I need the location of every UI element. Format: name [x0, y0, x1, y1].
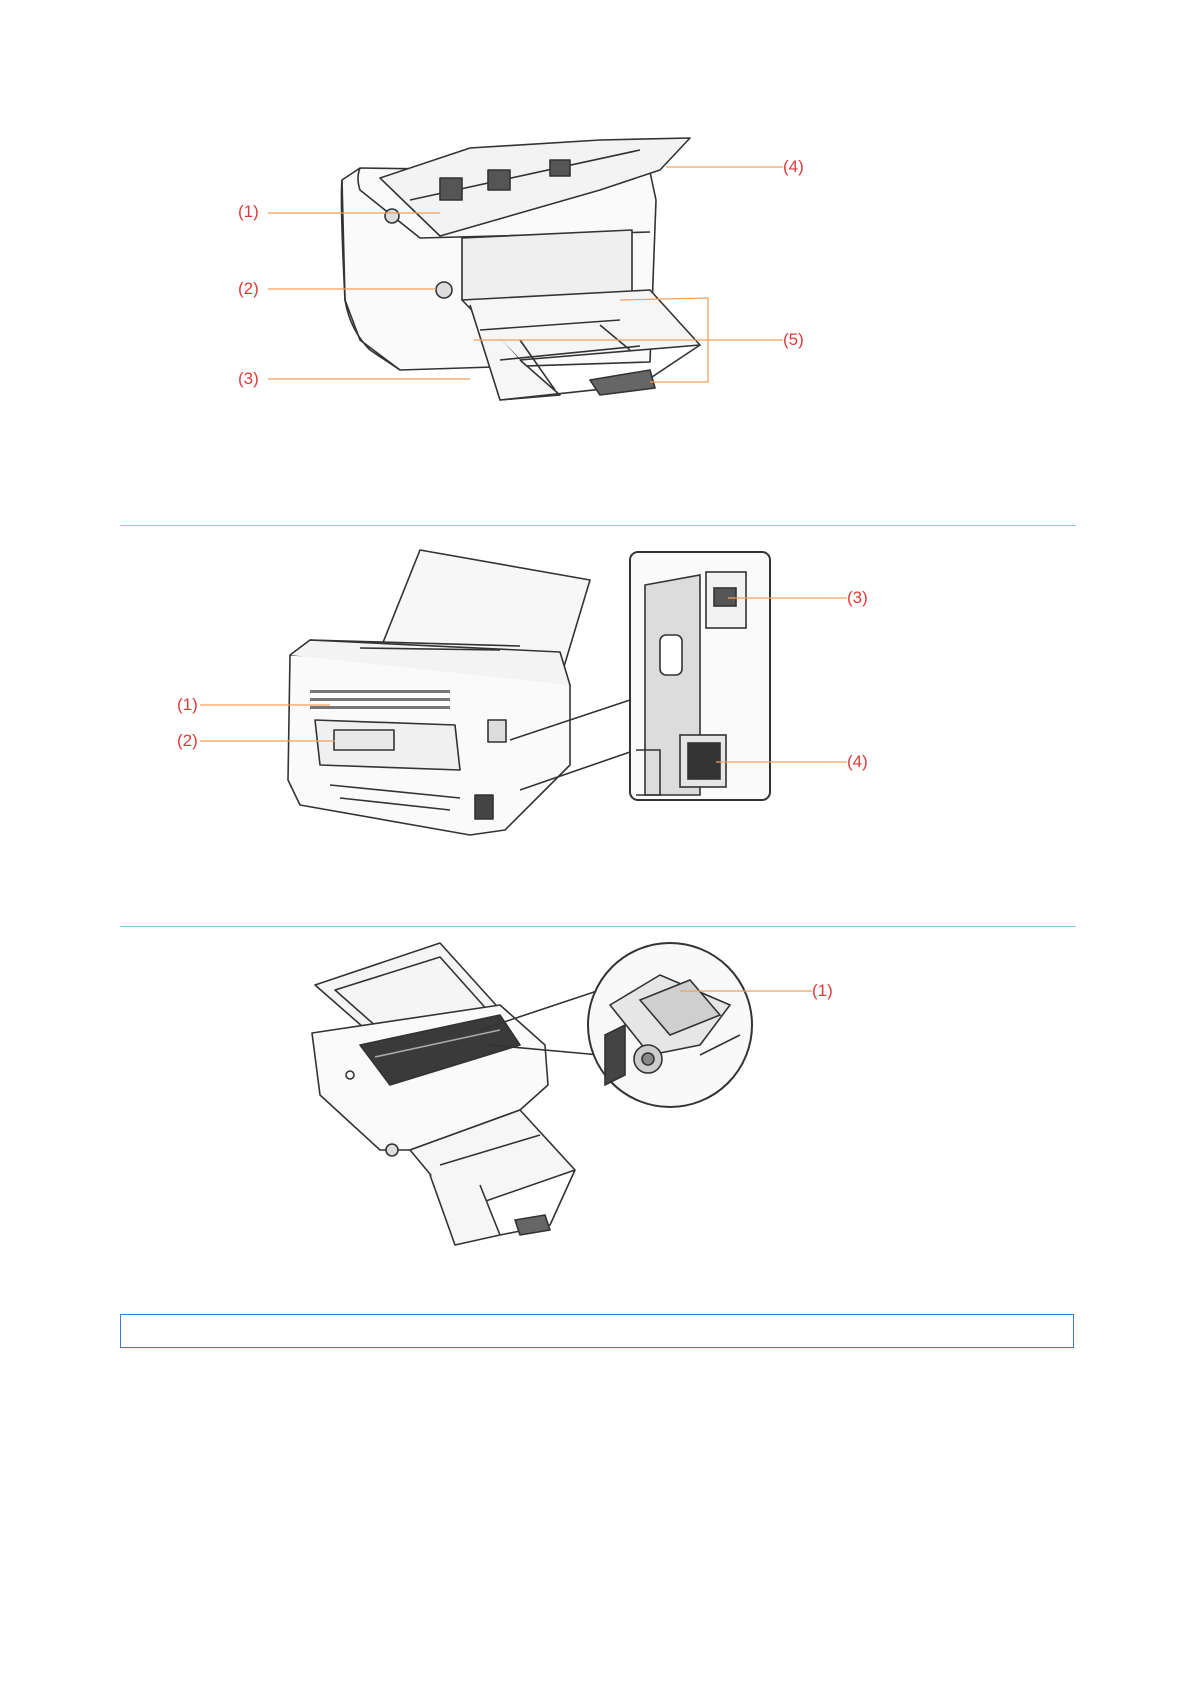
interior-printer-illustration — [0, 935, 1190, 1255]
front-printer-illustration — [0, 0, 1190, 460]
note-box — [120, 1314, 1074, 1348]
section-divider-2 — [120, 926, 1076, 927]
rear-callout-2: (2) — [177, 731, 198, 751]
interior-callout-1: (1) — [812, 981, 833, 1001]
rear-callout-1: (1) — [177, 695, 198, 715]
front-callout-3: (3) — [238, 369, 259, 389]
front-callout-1: (1) — [238, 202, 259, 222]
front-callout-2: (2) — [238, 279, 259, 299]
rear-callout-3: (3) — [847, 588, 868, 608]
rear-callout-4: (4) — [847, 752, 868, 772]
section-divider-1 — [120, 525, 1076, 526]
front-callout-5: (5) — [783, 330, 804, 350]
front-callout-4: (4) — [783, 157, 804, 177]
